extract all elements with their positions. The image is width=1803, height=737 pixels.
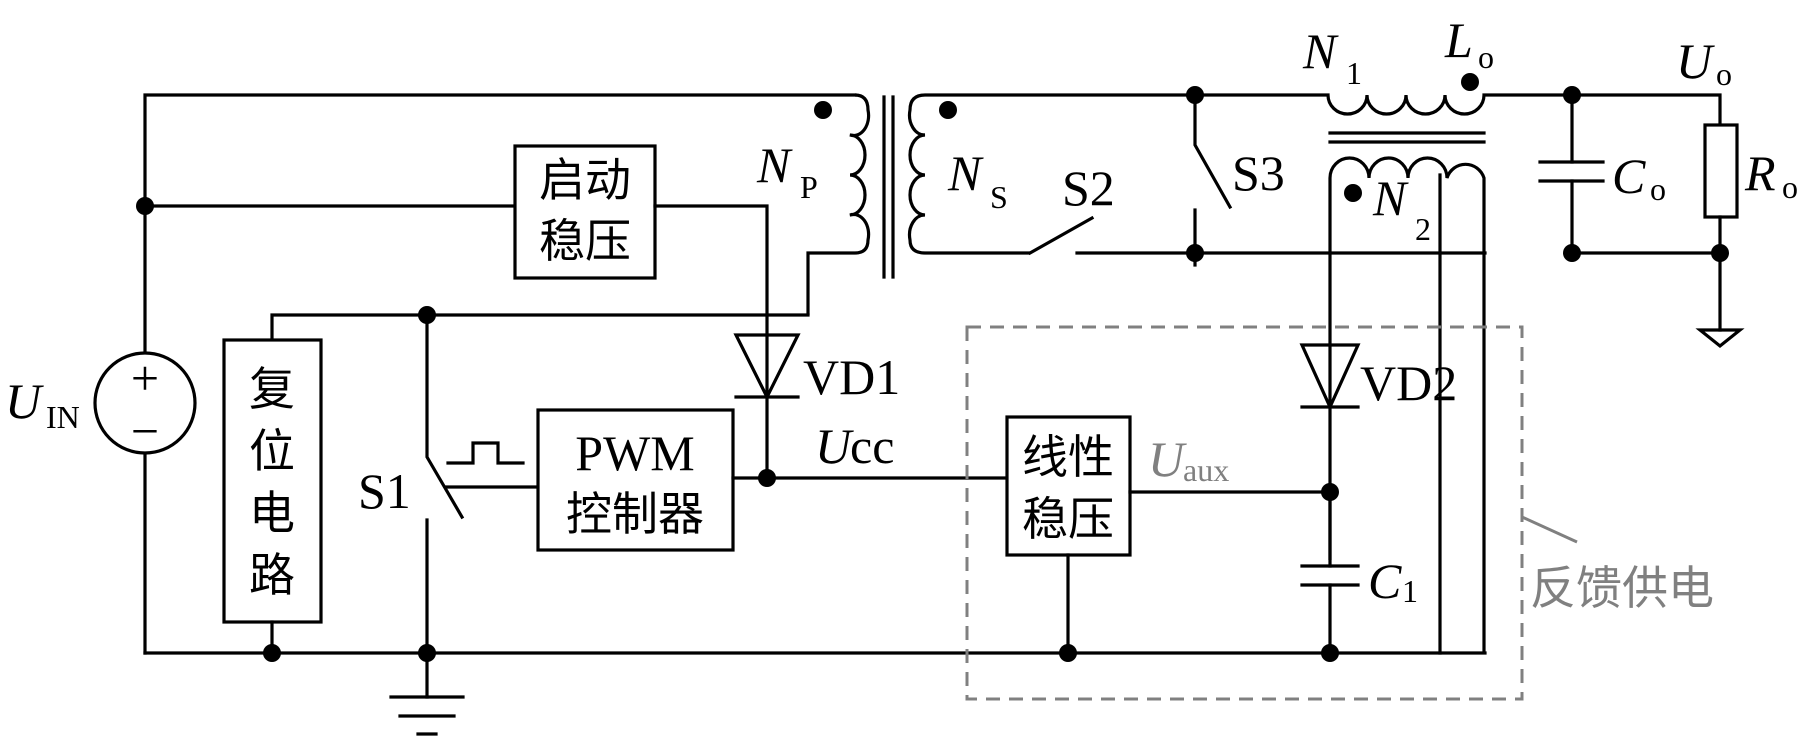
ground-symbol xyxy=(389,695,465,736)
load-resistor-Ro xyxy=(1570,93,1745,349)
reset-char-2: 位 xyxy=(249,424,295,478)
np-subscript: P xyxy=(800,169,818,205)
n1-subscript: 1 xyxy=(1346,55,1362,91)
pwm-pulse-icon xyxy=(446,441,525,465)
junction-dot xyxy=(1059,644,1077,662)
c1-subscript: 1 xyxy=(1402,573,1418,609)
polarity-dot xyxy=(1461,73,1479,91)
feedback-region-boundary xyxy=(965,325,1524,701)
uin-subscript: IN xyxy=(46,399,80,435)
junction-dot xyxy=(263,644,281,662)
ns-subscript: S xyxy=(990,179,1008,215)
reset-char-4: 路 xyxy=(249,548,295,602)
transformer-core xyxy=(882,95,895,279)
pwm-controller-line1: PWM xyxy=(575,425,694,481)
startup-regulator-line1: 启动 xyxy=(539,153,631,207)
feedback-leader-line xyxy=(1521,515,1578,544)
s2-label: S2 xyxy=(1062,160,1115,216)
uaux-subscript: aux xyxy=(1183,452,1229,488)
junction-dot xyxy=(136,197,154,215)
pwm-controller-block: PWM 控制器 xyxy=(536,408,735,552)
n2-label: N xyxy=(1372,170,1409,226)
ro-subscript: o xyxy=(1782,169,1798,205)
junction-dot xyxy=(1186,244,1204,262)
junction-dot xyxy=(1711,244,1729,262)
uo-label: U xyxy=(1676,33,1715,89)
c1-label: C xyxy=(1368,553,1402,609)
switch-S2 xyxy=(1027,215,1487,256)
n1-label: N xyxy=(1302,23,1339,79)
linear-regulator-line1: 线性 xyxy=(1022,430,1114,484)
reset-char-3: 电 xyxy=(249,486,295,540)
vd2-label: VD2 xyxy=(1360,355,1457,411)
minus-sign: − xyxy=(131,403,159,459)
junction-dot xyxy=(418,644,436,662)
ucc-label: U xyxy=(815,418,854,474)
ro-label: R xyxy=(1744,145,1776,201)
startup-regulator-line2: 稳压 xyxy=(539,214,631,268)
coupled-inductor-N1 xyxy=(1195,73,1572,116)
vd1-label: VD1 xyxy=(803,349,900,405)
co-subscript: o xyxy=(1650,171,1666,207)
reset-char-1: 复 xyxy=(249,362,295,416)
capacitor-C1 xyxy=(1300,490,1360,655)
linear-regulator-line2: 稳压 xyxy=(1022,492,1114,546)
coupled-inductor-N2 xyxy=(1328,156,1486,653)
np-label: N xyxy=(756,137,793,193)
diode-VD2 xyxy=(1299,343,1361,411)
lo-subscript: o xyxy=(1478,39,1494,75)
n2-subscript: 2 xyxy=(1415,211,1431,247)
coupled-inductor-core xyxy=(1328,131,1486,144)
lo-label: L xyxy=(1444,12,1473,68)
linear-regulator-block: 线性 稳压 xyxy=(1005,415,1132,557)
uin-label: U xyxy=(5,373,44,429)
polarity-dot xyxy=(939,101,957,119)
junction-dot xyxy=(758,469,776,487)
polarity-dot xyxy=(814,101,832,119)
uaux-label: U xyxy=(1148,431,1187,487)
s1-label: S1 xyxy=(358,463,411,519)
polarity-dot xyxy=(1344,184,1362,202)
ns-label: N xyxy=(947,145,984,201)
startup-output-wire xyxy=(653,204,769,480)
reset-line-wire xyxy=(270,313,810,342)
s3-label: S3 xyxy=(1232,145,1285,201)
input-voltage-source: + − xyxy=(93,350,197,459)
output-capacitor-Co xyxy=(1538,93,1605,255)
diode-VD1 xyxy=(733,333,801,401)
co-label: C xyxy=(1612,148,1646,204)
plus-sign: + xyxy=(131,350,159,406)
ucc-label-rest: cc xyxy=(850,418,894,474)
reset-circuit-block: 复 位 电 路 xyxy=(222,338,323,624)
pwm-controller-line2: 控制器 xyxy=(566,487,704,541)
primary-winding-Np xyxy=(806,93,871,315)
switch-S3 xyxy=(1193,93,1233,267)
switch-S1 xyxy=(425,313,540,699)
feedback-region-label: 反馈供电 xyxy=(1530,561,1714,615)
startup-regulator-block: 启动 稳压 xyxy=(513,144,657,280)
secondary-winding-Ns xyxy=(907,93,1200,255)
input-rail-wires xyxy=(143,93,1487,655)
junction-dot xyxy=(1321,644,1339,662)
uo-subscript: o xyxy=(1716,56,1732,92)
